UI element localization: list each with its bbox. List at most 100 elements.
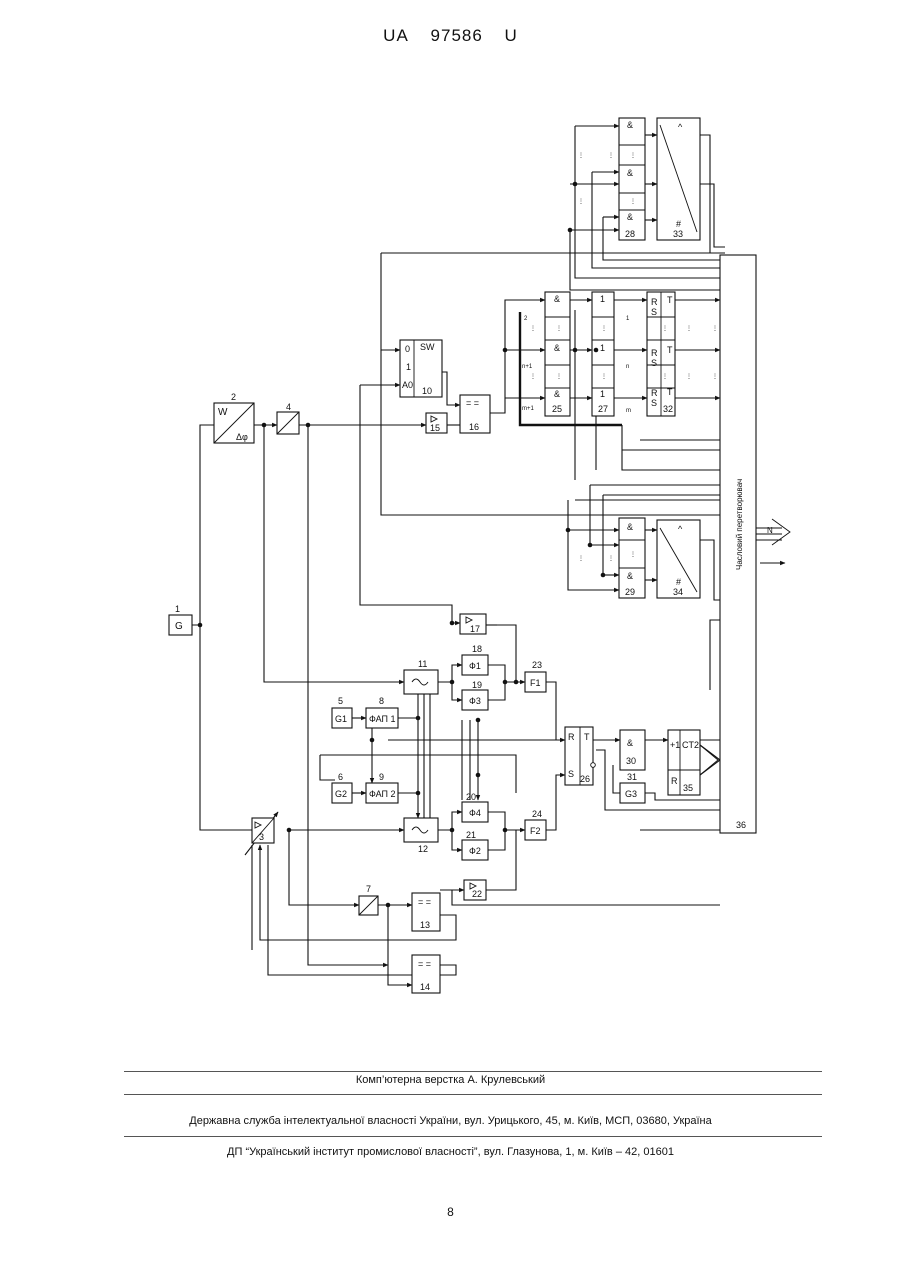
block-25-label: &: [554, 294, 560, 304]
block-14-label: = =: [418, 959, 431, 969]
block-details: [214, 125, 790, 915]
block-27-label: 1: [600, 294, 605, 304]
block-27-number: 27: [598, 404, 608, 414]
dots-6: ⋮: [662, 374, 668, 380]
bus-label-1: 1: [626, 316, 630, 322]
block-12: [404, 818, 438, 842]
block-16-label: = =: [466, 398, 479, 408]
dots-7: ⋮: [530, 326, 536, 332]
block-28-label: &: [627, 120, 633, 130]
block-13-number: 13: [420, 920, 430, 930]
junction-dots: [198, 182, 606, 908]
dots-12: ⋮: [578, 153, 584, 159]
block-32-s: S: [651, 307, 657, 317]
dots-8: ⋮: [530, 374, 536, 380]
block-33-number: 33: [673, 229, 683, 239]
block-4-number: 4: [286, 402, 291, 412]
block-2-bottom: Δφ: [236, 432, 248, 442]
block-26-t: T: [584, 732, 590, 742]
block-outlines: [169, 118, 756, 993]
institute-address: ДП “Український інститут промислової вла…: [0, 1146, 901, 1158]
block-20-label: Ф4: [469, 808, 481, 818]
block-2-number: 2: [231, 392, 236, 402]
block-9-number: 9: [379, 772, 384, 782]
dots-13: ⋮: [578, 199, 584, 205]
block-13-label: = =: [418, 897, 431, 907]
bus-label-m: m: [626, 408, 631, 414]
output-label: N: [767, 526, 773, 535]
block-25-label-c: &: [554, 389, 560, 399]
block-18-label: Ф1: [469, 661, 481, 671]
dots-10: ⋮: [630, 199, 636, 205]
page-number: 8: [0, 1205, 901, 1219]
block-35-label: CT2: [682, 740, 699, 750]
block-29-label: &: [627, 522, 633, 532]
block-12-number: 12: [418, 844, 428, 854]
block-26-s: S: [568, 769, 574, 779]
block-26-r: R: [568, 732, 575, 742]
block-25-label-b: &: [554, 343, 560, 353]
block-16-number: 16: [469, 422, 479, 432]
block-17-number: 17: [470, 624, 480, 634]
block-10-in0: 0: [405, 344, 410, 354]
block-36-number: 36: [736, 820, 746, 830]
block-35-r: R: [671, 776, 678, 786]
block-18-number: 18: [472, 644, 482, 654]
block-25-number: 25: [552, 404, 562, 414]
divider-2: [124, 1094, 822, 1095]
block-32-number: 32: [663, 404, 673, 414]
block-32-t-b: T: [667, 345, 673, 355]
block-34-number: 34: [673, 587, 683, 597]
block-33-bottom: #: [676, 219, 681, 229]
block-10-in1: 1: [406, 362, 411, 372]
block-27-label-c: 1: [600, 389, 605, 399]
block-6-number: 6: [338, 772, 343, 782]
agency-address: Державна служба інтелектуальної власност…: [0, 1115, 901, 1127]
dots-1: ⋮: [556, 326, 562, 332]
divider-1: [124, 1071, 822, 1072]
block-23-label: F1: [530, 678, 541, 688]
block-30-label: &: [627, 738, 633, 748]
dots-11: ⋮: [630, 552, 636, 558]
dots-4: ⋮: [601, 374, 607, 380]
block-15-number: 15: [430, 423, 440, 433]
block-21-number: 21: [466, 830, 476, 840]
block-34-bottom: #: [676, 577, 681, 587]
block-11-number: 11: [418, 659, 427, 669]
dots-20: ⋮: [686, 374, 692, 380]
block-10-number: 10: [422, 386, 432, 396]
block-1-number: 1: [175, 604, 180, 614]
dots-16: ⋮: [608, 556, 614, 562]
block-28-number: 28: [625, 229, 635, 239]
dots-2: ⋮: [556, 374, 562, 380]
bus-label-2: 2: [524, 316, 528, 322]
block-23-number: 23: [532, 660, 542, 670]
dots-5: ⋮: [662, 326, 668, 332]
dots-14: ⋮: [578, 556, 584, 562]
block-8-number: 8: [379, 696, 384, 706]
block-14-number: 14: [420, 982, 430, 992]
dots-19: ⋮: [686, 326, 692, 332]
block-22-number: 22: [472, 889, 482, 899]
block-35-number: 35: [683, 783, 693, 793]
block-27-label-b: 1: [600, 343, 605, 353]
block-32-r-b: R: [651, 348, 658, 358]
block-31-label: G3: [625, 789, 637, 799]
bus-label-m1: m+1: [522, 406, 535, 412]
block-29-number: 29: [625, 587, 635, 597]
block-20-number: 20: [466, 792, 476, 802]
block-32-r: R: [651, 297, 658, 307]
block-24-number: 24: [532, 809, 542, 819]
dots-18: ⋮: [712, 374, 718, 380]
block-2-top: W: [218, 407, 228, 418]
block-32-s-c: S: [651, 398, 657, 408]
block-30-number: 30: [626, 756, 636, 766]
block-32-t: T: [667, 295, 673, 305]
block-10-in2: A0: [402, 380, 413, 390]
block-8-label: ФАП 1: [369, 714, 396, 724]
block-32-r-c: R: [651, 388, 658, 398]
block-31-number: 31: [627, 772, 637, 782]
block-7-number: 7: [366, 884, 371, 894]
dots-9: ⋮: [630, 153, 636, 159]
block-19-label: Ф3: [469, 696, 481, 706]
